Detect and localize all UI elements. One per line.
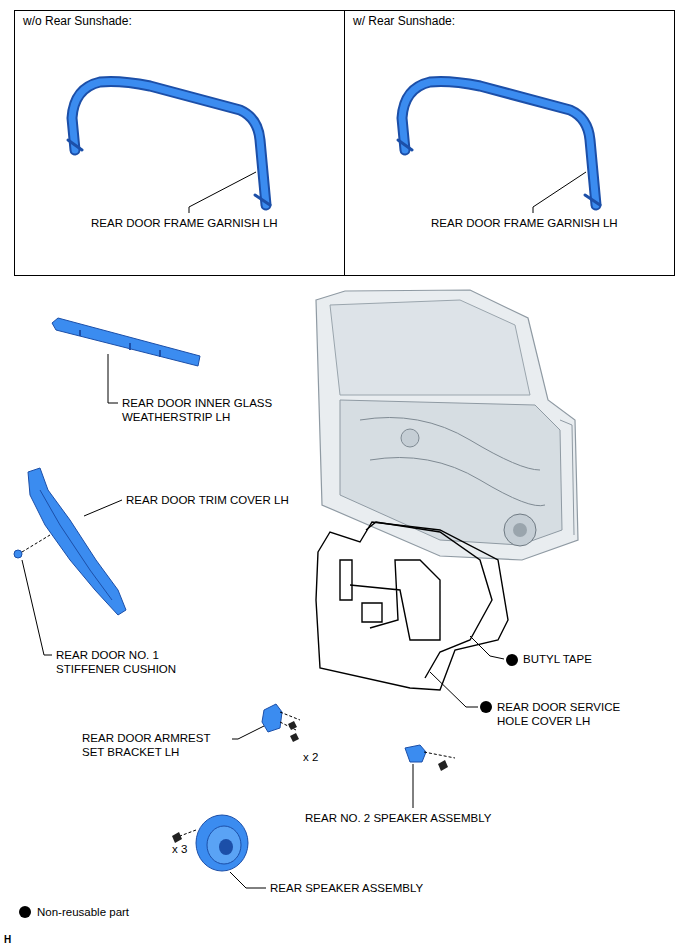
quantity: x 3 (172, 842, 212, 856)
part-name: REAR DOOR ARMREST SET BRACKET LH (82, 731, 228, 759)
stiffener-cushion (14, 550, 22, 558)
leader-line (430, 672, 478, 707)
frame-garnish (398, 82, 600, 206)
non-reusable-mark (480, 701, 492, 713)
armrest-bracket (262, 704, 300, 742)
leader-line (232, 726, 264, 739)
panel-heading: w/o Rear Sunshade: (23, 14, 132, 28)
variant-panel: w/o Rear Sunshade: REAR DOOR FRAME GARNIS… (14, 10, 345, 276)
part-name: REAR DOOR SERVICE HOLE COVER LH (497, 700, 637, 728)
part-name: REAR DOOR FRAME GARNISH LH (91, 216, 278, 230)
butyl-tape (366, 522, 492, 678)
figure-code: H (4, 933, 24, 947)
part-name: BUTYL TAPE (523, 652, 643, 666)
leader-line (22, 560, 52, 655)
rear-speaker (172, 815, 248, 871)
inner-glass-weatherstrip (52, 318, 200, 366)
frame-garnish (68, 82, 270, 206)
part-name: REAR DOOR NO. 1 STIFFENER CUSHION (56, 648, 184, 676)
assembly-line (22, 535, 50, 552)
part-name: REAR DOOR INNER GLASS WEATHERSTRIP LH (122, 396, 292, 424)
variant-panel: w/ Rear Sunshade: REAR DOOR FRAME GARNISH… (344, 10, 675, 276)
non-reusable-mark (506, 654, 518, 666)
legend-mark (19, 906, 31, 918)
leader-line (108, 354, 118, 403)
leader-line (189, 172, 256, 213)
service-hole-cover (316, 522, 508, 690)
part-name: REAR NO. 2 SPEAKER ASSEMBLY (305, 811, 545, 825)
panel-heading: w/ Rear Sunshade: (353, 14, 455, 28)
leader-line (533, 172, 586, 213)
leader-line (470, 636, 504, 659)
part-name: REAR DOOR TRIM COVER LH (126, 493, 326, 507)
trim-cover (28, 468, 126, 615)
part-name: REAR DOOR FRAME GARNISH LH (431, 216, 618, 230)
leader-line (413, 764, 414, 808)
leader-line (84, 500, 122, 516)
rear-door (316, 290, 578, 560)
leader-line (230, 872, 266, 888)
quantity: x 2 (303, 750, 343, 764)
part-name: REAR SPEAKER ASSEMBLY (270, 881, 470, 895)
legend-text: Non-reusable part (37, 905, 129, 919)
